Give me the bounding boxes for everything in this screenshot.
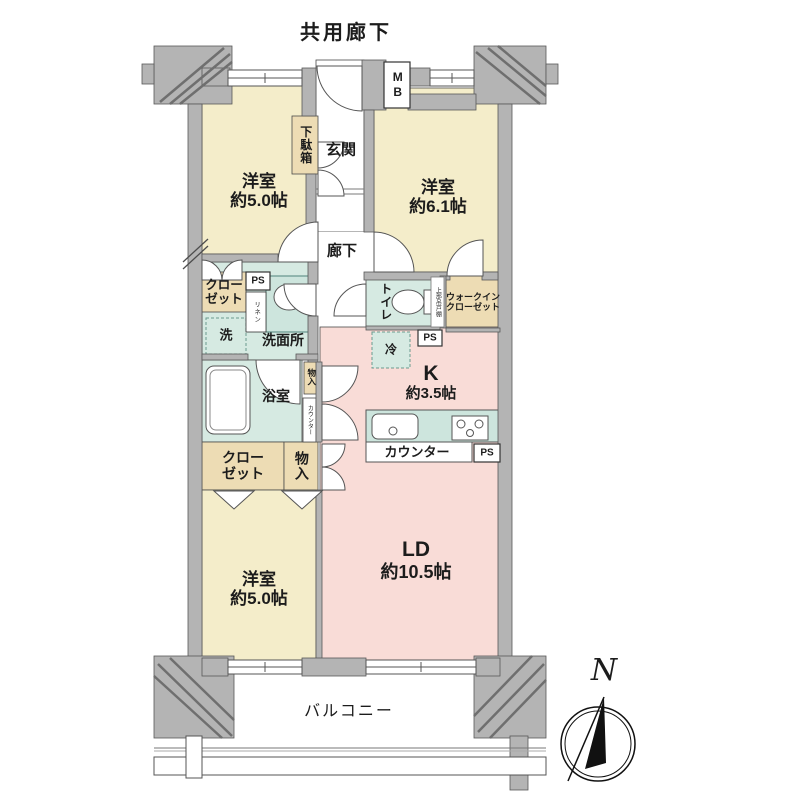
toilet-door bbox=[333, 283, 367, 317]
window-top-left bbox=[227, 69, 303, 87]
balcony-rail bbox=[153, 735, 547, 779]
ldk-door-lower bbox=[321, 403, 359, 441]
washer-space bbox=[205, 317, 247, 355]
closet-bottom-label: クローゼット bbox=[222, 449, 264, 481]
washer-label: 洗 bbox=[219, 327, 233, 343]
closet-folding-door-2 bbox=[280, 490, 324, 510]
windows bbox=[227, 69, 477, 675]
bedroom-top-left-door bbox=[277, 221, 319, 263]
window-top-right bbox=[429, 69, 475, 87]
kitchen-counter-band bbox=[365, 441, 473, 463]
wall-break-mark bbox=[182, 238, 209, 270]
washroom-closet-door-right bbox=[221, 259, 243, 281]
compass-north-label: N bbox=[590, 653, 618, 689]
bedroom-bottom-label: 洋室約5.0帖 bbox=[230, 569, 288, 608]
bedroom-top-left-label: 洋室約5.0帖 bbox=[230, 171, 288, 210]
compass-icon bbox=[560, 696, 636, 782]
bedroom-top-right-label: 洋室約6.1帖 bbox=[409, 177, 467, 216]
sink-drain bbox=[388, 426, 398, 436]
balcony-label: バルコニー bbox=[304, 703, 394, 721]
hallway-label: 廊下 bbox=[326, 242, 358, 260]
toilet-bowl bbox=[391, 289, 425, 315]
closet-washroom-label: クローゼット bbox=[205, 278, 243, 306]
meter-box bbox=[383, 61, 411, 109]
kitchen-sink bbox=[371, 413, 419, 440]
toilet-label: トイレ bbox=[378, 282, 393, 322]
meter-box-label: MB bbox=[390, 70, 405, 100]
linen-box bbox=[245, 291, 267, 333]
ps-label-1: PS bbox=[251, 275, 265, 287]
walk-in-closet-door bbox=[446, 239, 484, 277]
fridge-label: 冷 bbox=[384, 342, 398, 357]
shoe-cabinet-label: 下駄箱 bbox=[298, 125, 313, 165]
upper-cabinet-box bbox=[430, 276, 445, 328]
front-door bbox=[316, 65, 363, 112]
ps-label-2: PS bbox=[423, 332, 437, 344]
storage-bottom-door-lower bbox=[321, 466, 346, 491]
bathroom-label: 浴室 bbox=[262, 388, 290, 405]
bathtub-inner bbox=[209, 369, 247, 431]
walk-in-closet-label: ウォークインクローゼット bbox=[445, 291, 500, 312]
bathtub bbox=[205, 365, 251, 435]
ps-box-3 bbox=[473, 443, 501, 463]
floor-shoe-cabinet bbox=[291, 115, 319, 175]
counter-mid-label: カウンター bbox=[306, 405, 313, 435]
storage-bottom-label: 物入 bbox=[293, 451, 310, 481]
floor-walk-in-closet bbox=[445, 275, 501, 331]
washroom-label: 洗面所 bbox=[262, 332, 304, 349]
entrance-label: 玄関 bbox=[325, 141, 357, 159]
storage-mid-label: 物入 bbox=[306, 368, 317, 386]
closet-folding-door-1 bbox=[212, 490, 256, 510]
fridge-space bbox=[371, 331, 411, 369]
balcony-post-left bbox=[185, 735, 203, 779]
linen-label: リネン bbox=[252, 300, 260, 324]
ps-box-2 bbox=[417, 329, 443, 347]
doors bbox=[201, 65, 484, 510]
bathroom-door bbox=[255, 359, 301, 405]
service-boxes bbox=[245, 61, 501, 463]
floor-storage-bottom bbox=[283, 441, 319, 491]
upper-cabinet-label: 上部吊戸棚 bbox=[434, 287, 441, 317]
washroom-door bbox=[283, 283, 317, 317]
ps-label-3: PS bbox=[480, 447, 494, 459]
window-bottom-left bbox=[227, 659, 303, 675]
ps-box-1 bbox=[245, 271, 271, 291]
pillar-hatch bbox=[153, 45, 547, 739]
ldk-door-upper bbox=[321, 365, 359, 403]
bedroom-top-right-door bbox=[373, 231, 415, 273]
kitchen-counter-label: カウンター bbox=[384, 444, 450, 460]
window-bottom-right bbox=[365, 659, 477, 675]
common-corridor-label: 共用廊下 bbox=[300, 21, 392, 44]
shoe-cabinet-door-lower bbox=[317, 169, 345, 197]
shoe-cabinet-door-upper bbox=[317, 141, 345, 169]
